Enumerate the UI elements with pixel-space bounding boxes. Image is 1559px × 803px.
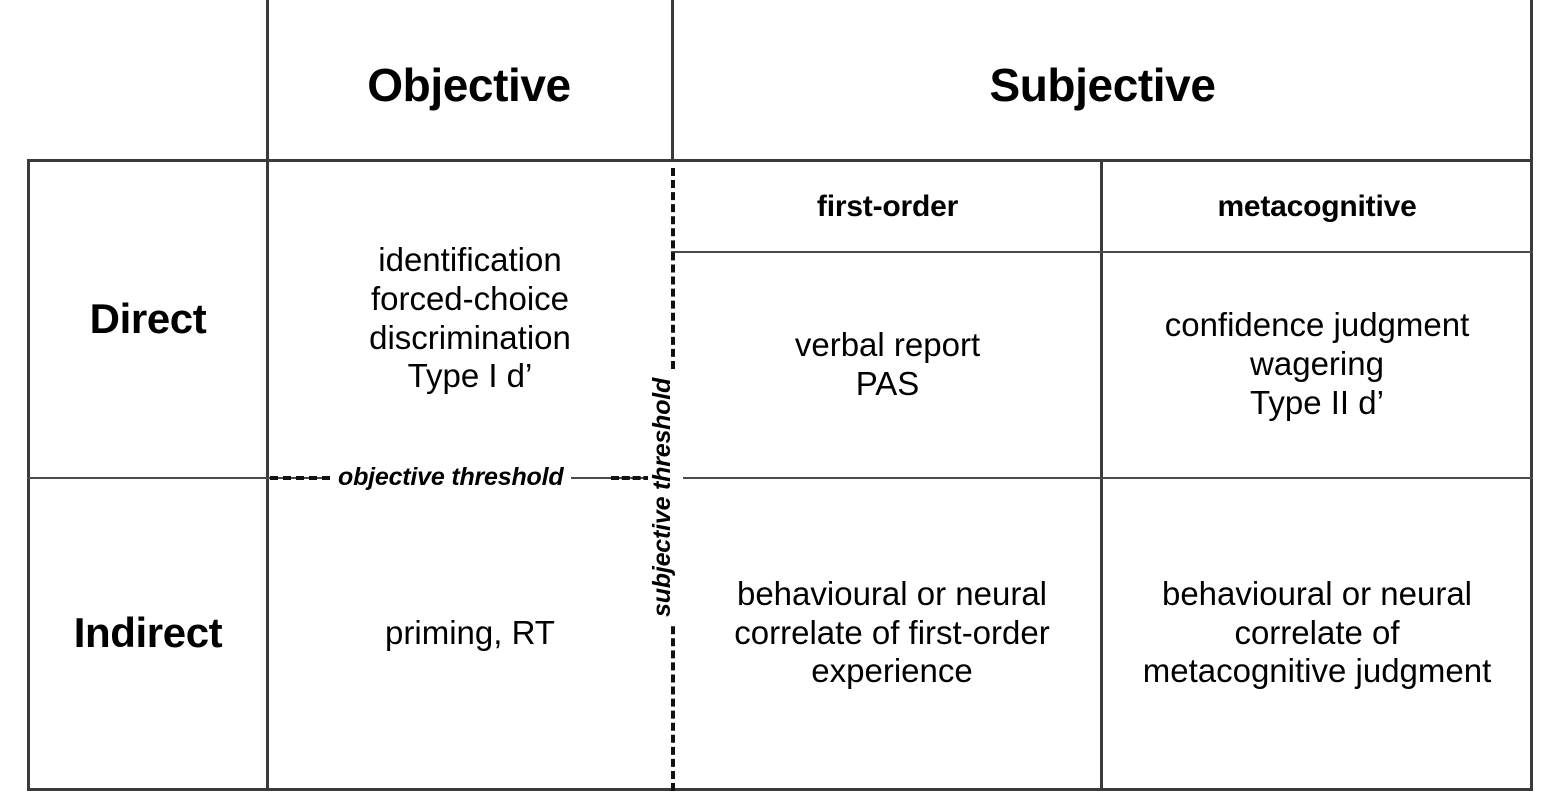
row-header-direct-label: Direct: [89, 294, 207, 342]
cell-line: experience: [811, 652, 973, 690]
rule-direct-indirect-right: [683, 477, 1533, 479]
cell-line: priming, RT: [385, 613, 555, 651]
column-header-metacognitive: metacognitive: [1103, 162, 1531, 251]
cell-indirect-first-order: behavioural or neural correlate of first…: [683, 478, 1101, 788]
table-bottom-border: [27, 788, 1533, 791]
cell-direct-objective: identification forced-choice discriminat…: [269, 160, 671, 477]
column-header-first-order: first-order: [674, 162, 1101, 251]
cell-line: correlate of: [1234, 613, 1400, 651]
row-header-direct: Direct: [30, 160, 266, 477]
row-header-indirect: Indirect: [30, 478, 266, 788]
column-header-subjective-label: Subjective: [989, 58, 1216, 111]
table-right-border: [1530, 0, 1533, 791]
cell-line: Type I d’: [407, 357, 533, 395]
cell-line: Type II d’: [1250, 383, 1384, 421]
column-header-metacognitive-label: metacognitive: [1217, 189, 1417, 223]
table-left-border: [27, 160, 30, 791]
cell-line: behavioural or neural: [736, 574, 1048, 612]
objective-threshold-dashed-line-right: [611, 476, 673, 480]
cell-indirect-metacognitive: behavioural or neural correlate of metac…: [1103, 478, 1531, 788]
objective-threshold-label: objective threshold: [330, 463, 572, 492]
rule-under-sub-headers: [671, 251, 1533, 253]
cell-line: forced-choice: [370, 279, 570, 317]
cell-line: confidence judgment: [1164, 306, 1470, 344]
cell-line: wagering: [1250, 345, 1384, 383]
rule-under-major-headers: [27, 159, 1533, 162]
objective-threshold-dashed-line-left: [270, 476, 330, 480]
cell-line: identification: [378, 240, 562, 278]
column-header-objective-label: Objective: [367, 58, 571, 111]
cell-line: correlate of first-order: [734, 613, 1050, 651]
cell-line: behavioural or neural: [1161, 574, 1473, 612]
cell-line: metacognitive judgment: [1142, 652, 1492, 690]
column-header-subjective: Subjective: [672, 30, 1533, 140]
row-header-indirect-label: Indirect: [73, 609, 223, 657]
cell-direct-first-order: verbal report PAS: [674, 252, 1101, 477]
column-header-first-order-label: first-order: [816, 189, 959, 223]
cell-indirect-objective: priming, RT: [269, 478, 671, 788]
cell-line: discrimination: [369, 318, 571, 356]
column-header-objective: Objective: [266, 30, 672, 140]
divider-rowlabel-objective: [266, 0, 269, 791]
divider-firstorder-metacognitive: [1100, 160, 1103, 791]
cell-line: verbal report: [794, 325, 981, 363]
cell-direct-metacognitive: confidence judgment wagering Type II d’: [1103, 252, 1531, 477]
divider-objective-subjective-header: [671, 0, 674, 161]
cell-line: PAS: [855, 364, 920, 402]
